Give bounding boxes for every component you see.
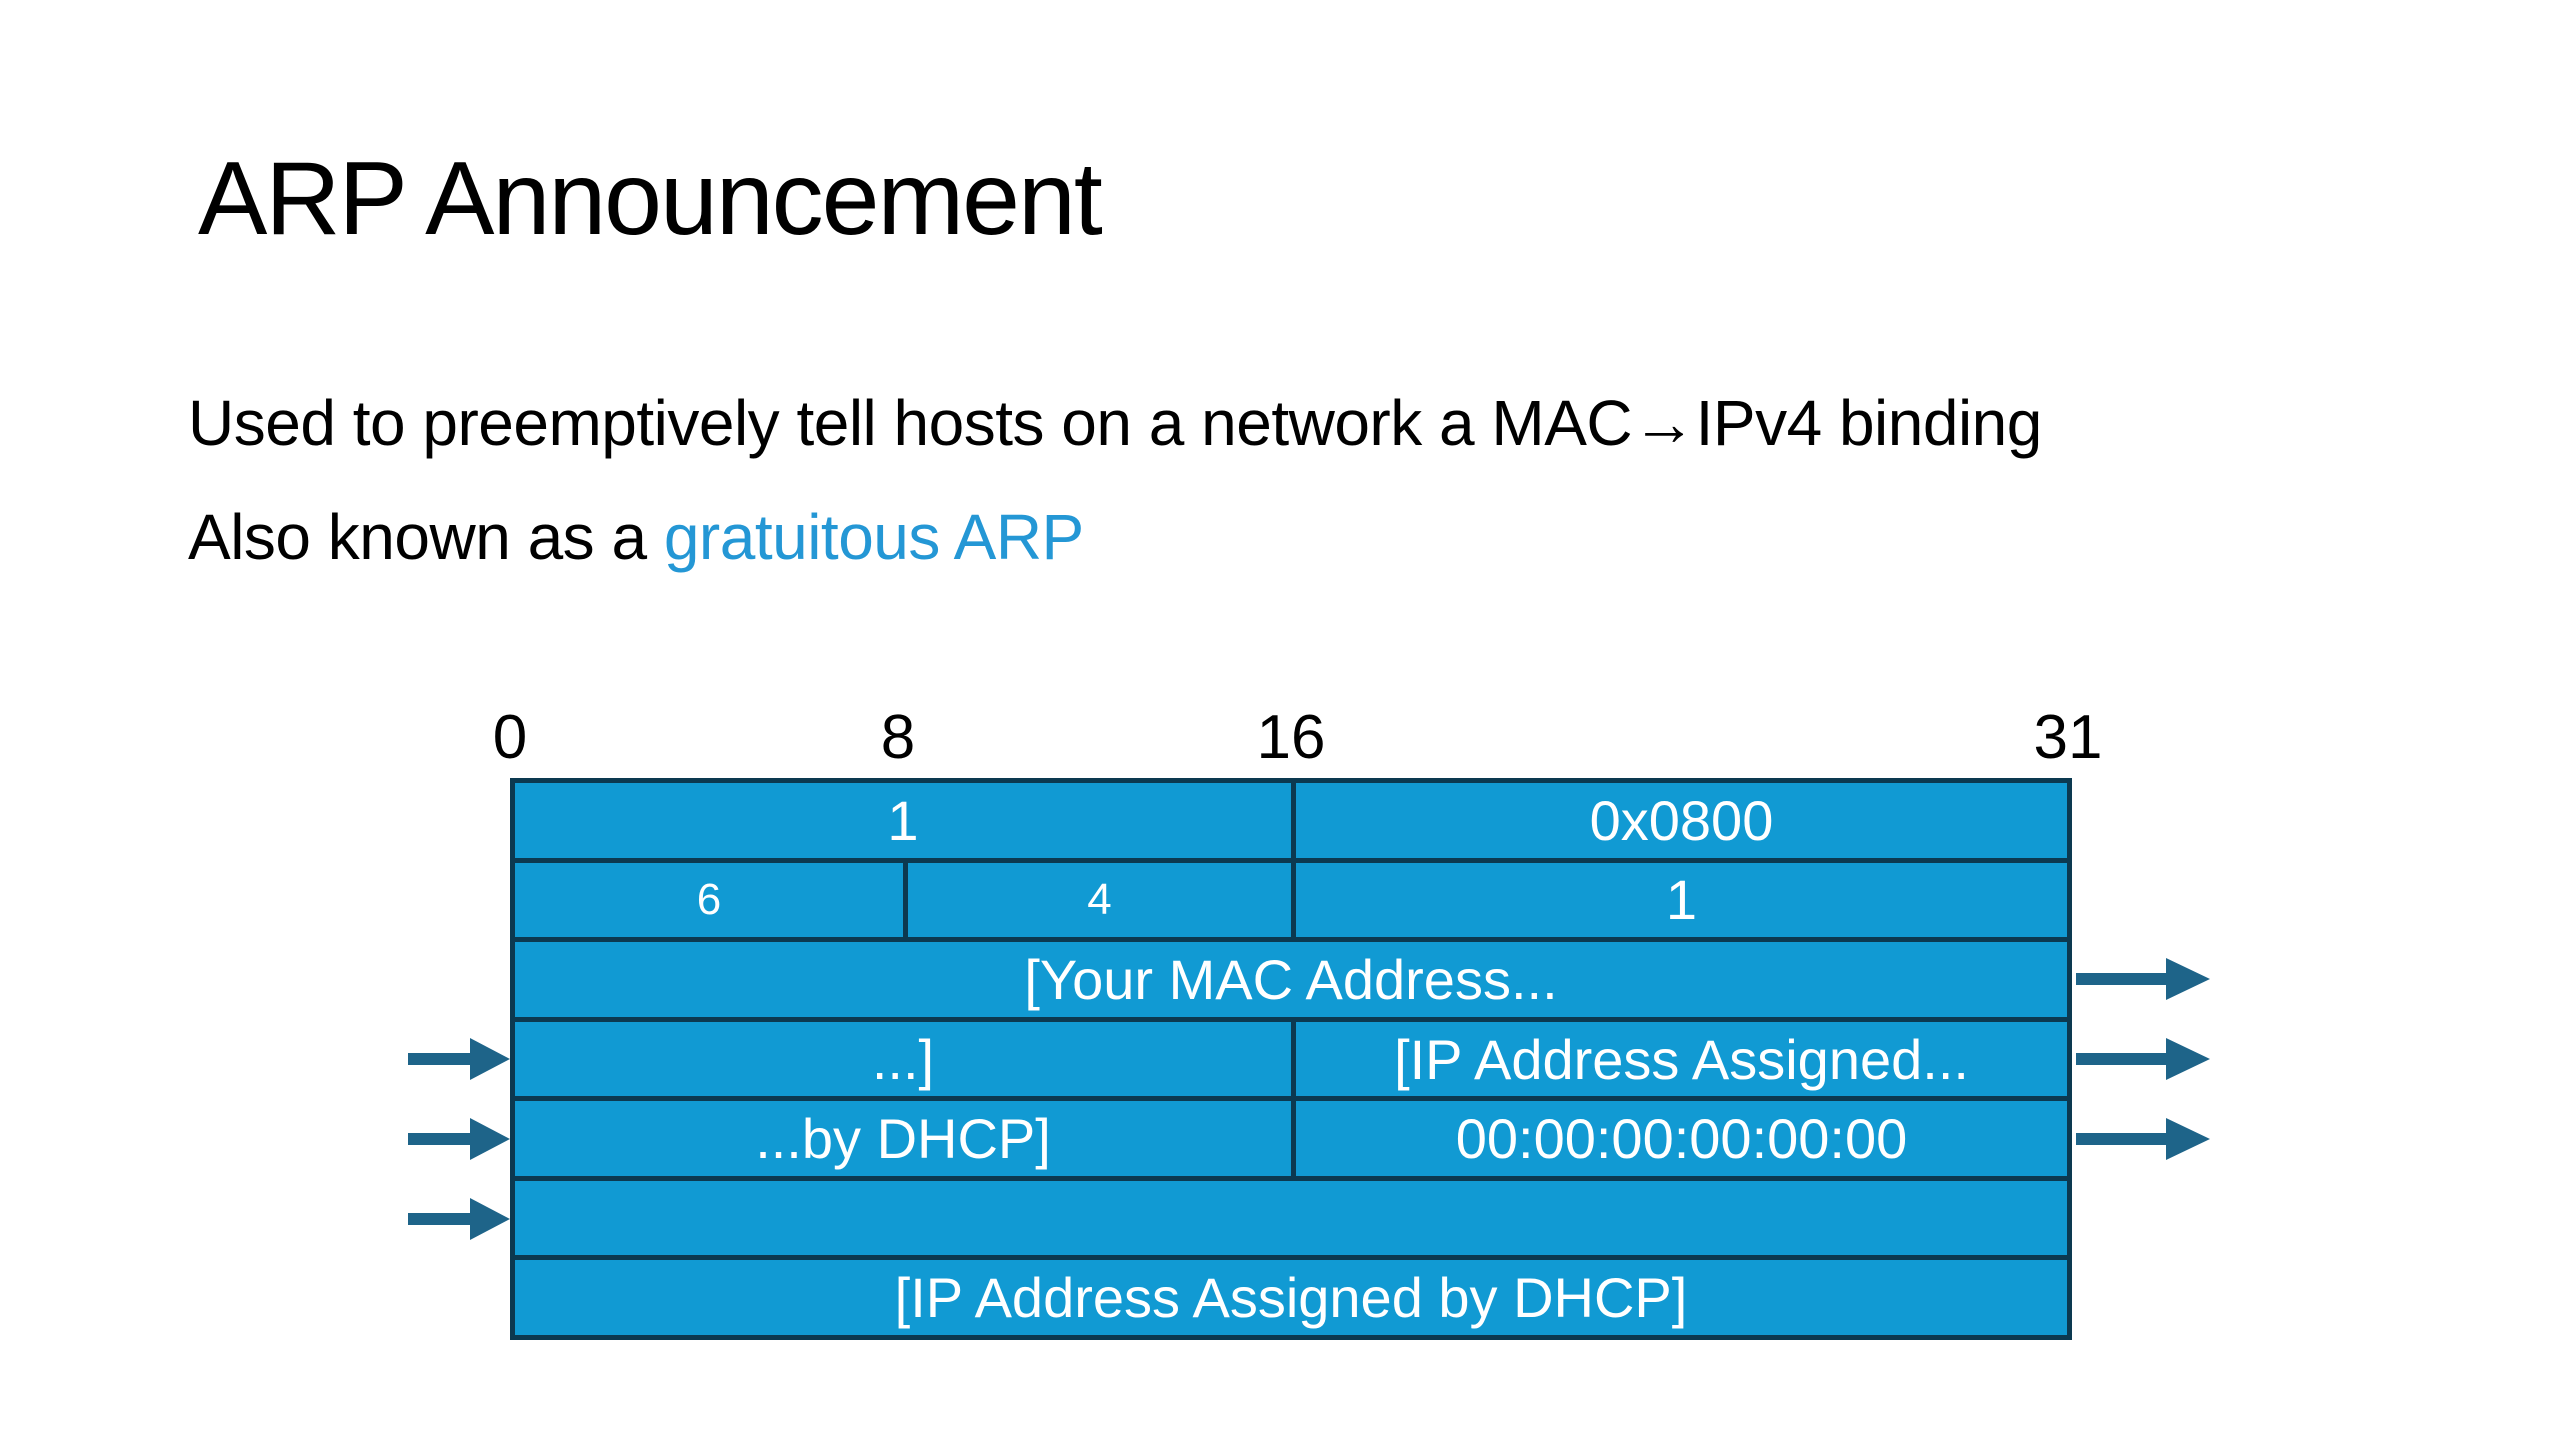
body-text-line1: Used to preemptively tell hosts on a net… [188, 387, 2042, 459]
continuation-arrow-right-row3-icon [2076, 956, 2210, 1002]
field-opcode: 1 [1291, 862, 2067, 938]
continuation-arrow-left-row5-icon [408, 1116, 510, 1162]
field-target-mac-2 [515, 1180, 2067, 1256]
packet-row-5: ...by DHCP] 00:00:00:00:00:00 [515, 1096, 2067, 1176]
field-sender-mac-1: [Your MAC Address... [515, 942, 2067, 1017]
bit-ruler-label-0: 0 [492, 703, 528, 772]
bit-ruler-label-16: 16 [1256, 703, 1326, 772]
gratuitous-arp-link-text: gratuitous ARP [663, 501, 1084, 573]
body-text-line2: Also known as a gratuitous ARP [188, 500, 1084, 574]
packet-row-7: [IP Address Assigned by DHCP] [515, 1255, 2067, 1336]
bit-ruler-label-31: 31 [2033, 703, 2103, 772]
page-title: ARP Announcement [198, 141, 1103, 257]
continuation-arrow-right-row5-icon [2076, 1116, 2210, 1162]
field-proto-addr-len: 4 [903, 862, 1291, 938]
packet-row-4: ...] [IP Address Assigned... [515, 1016, 2067, 1097]
bit-ruler-label-8: 8 [880, 703, 916, 772]
field-sender-mac-2: ...] [515, 1021, 1291, 1097]
packet-row-1: 1 0x0800 [515, 783, 2067, 858]
continuation-arrow-right-row4-icon [2076, 1036, 2210, 1082]
field-sender-ip-1: [IP Address Assigned... [1291, 1021, 2067, 1097]
field-hw-addr-len: 6 [515, 862, 903, 938]
field-sender-ip-2: ...by DHCP] [515, 1101, 1291, 1176]
packet-row-2: 6 4 1 [515, 857, 2067, 938]
arp-packet-diagram: 1 0x0800 6 4 1 [Your MAC Address... ...]… [510, 778, 2072, 1340]
packet-row-3: [Your MAC Address... [515, 937, 2067, 1017]
packet-row-6 [515, 1175, 2067, 1256]
field-target-mac-1: 00:00:00:00:00:00 [1291, 1101, 2067, 1176]
field-protocol-type: 0x0800 [1291, 783, 2067, 858]
continuation-arrow-left-row4-icon [408, 1036, 510, 1082]
body-text-line2-black: Also known as a [188, 501, 664, 573]
continuation-arrow-left-row6-icon [408, 1196, 510, 1242]
field-target-ip: [IP Address Assigned by DHCP] [515, 1260, 2067, 1336]
field-hardware-type: 1 [515, 783, 1291, 858]
